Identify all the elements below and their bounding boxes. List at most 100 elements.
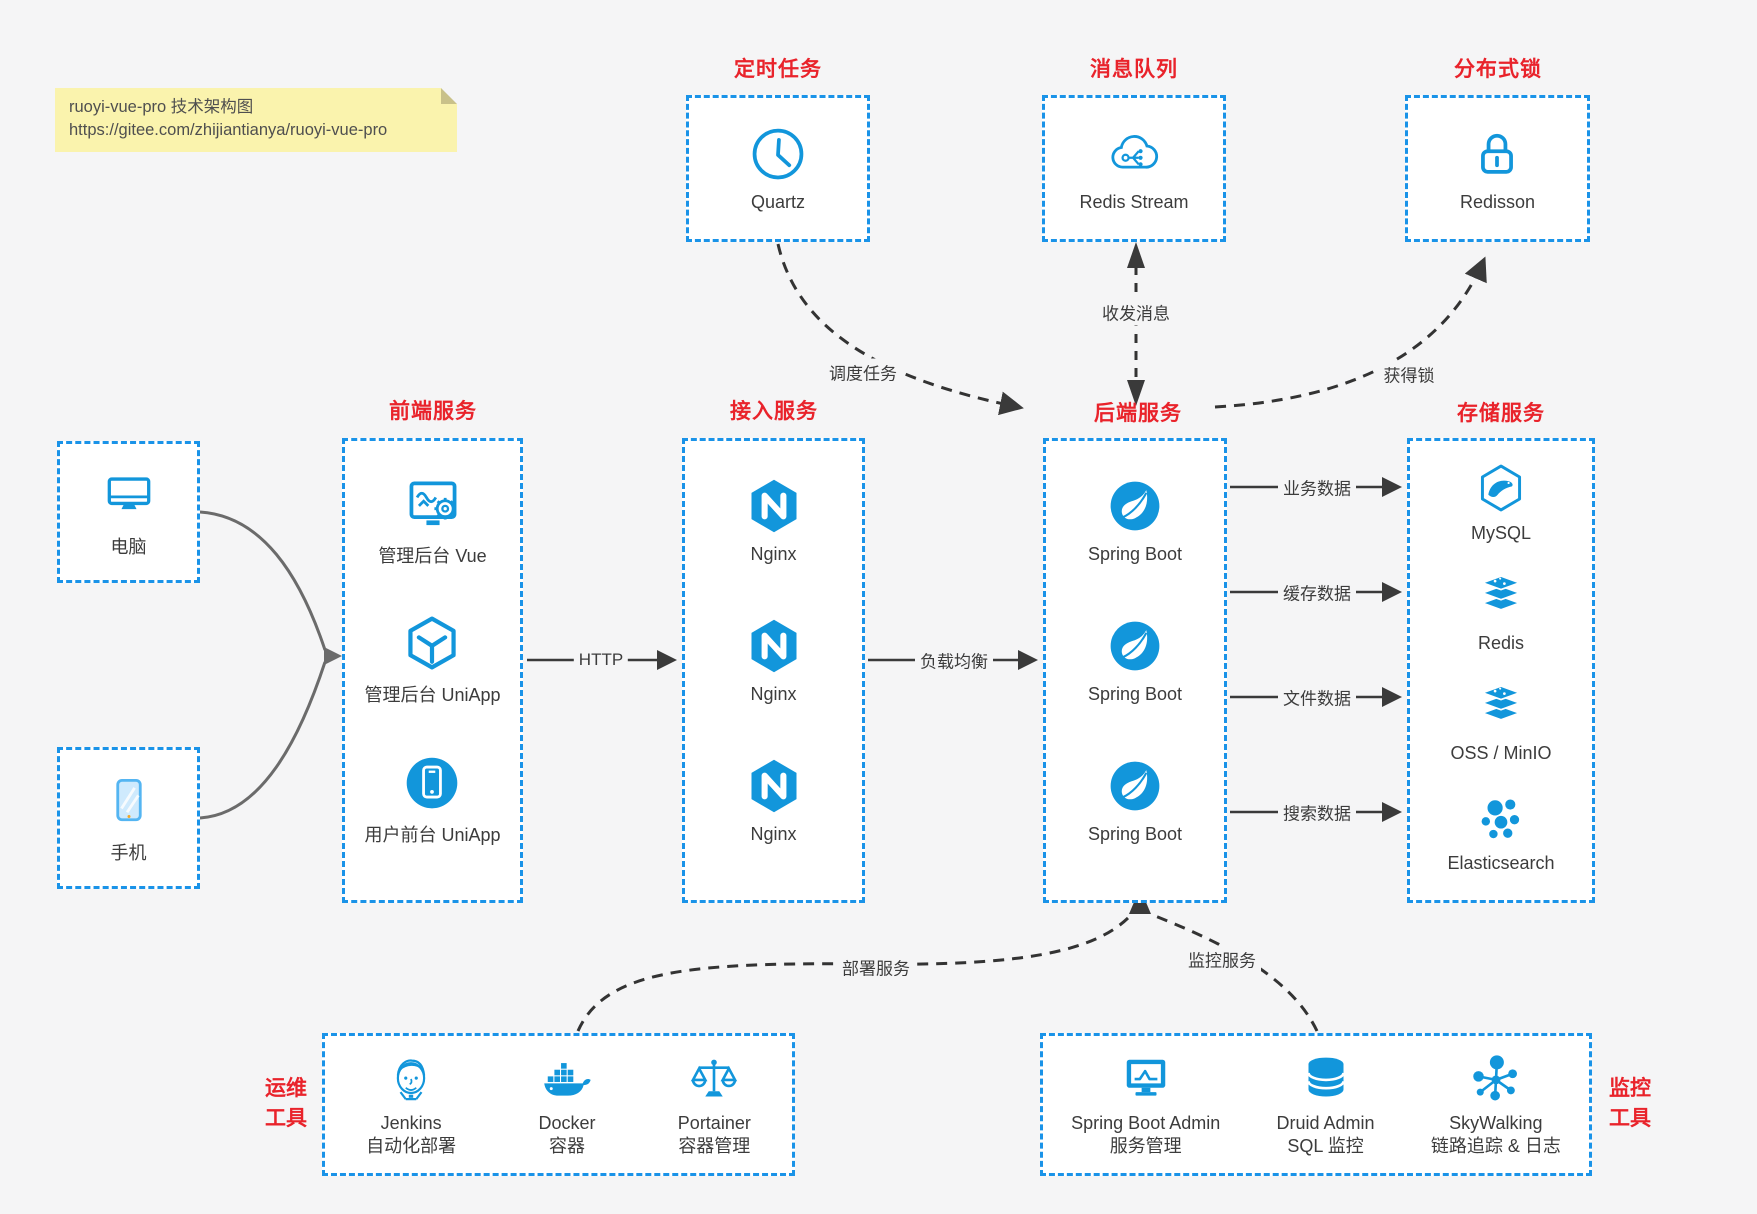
frontend-box: 管理后台 Vue 管理后台 UniApp 用户前台 UniApp — [342, 438, 523, 903]
note-url: https://gitee.com/zhijiantianya/ruoyi-vu… — [69, 121, 388, 139]
uniapp-cube-icon — [402, 613, 462, 673]
title-backend: 后端服务 — [1094, 402, 1182, 425]
node-label: Spring Boot — [1087, 683, 1183, 704]
node-desc: 自动化部署 — [366, 1136, 457, 1156]
node-mysql: MySQL — [1471, 461, 1531, 544]
edge-label-send-receive-message: 收发消息 — [1097, 298, 1175, 326]
elasticsearch-icon — [1474, 791, 1528, 845]
node-desc: 链路追踪 & 日志 — [1430, 1136, 1561, 1156]
node-label: Nginx — [750, 823, 797, 844]
nginx-icon — [744, 476, 804, 536]
note-title: ruoyi-vue-pro 技术架构图 — [69, 98, 254, 116]
node-label: OSS / MinIO — [1450, 743, 1552, 764]
node-label: 用户前台 UniApp — [364, 825, 501, 846]
node-spring-boot-admin: Spring Boot Admin 服务管理 — [1071, 1051, 1220, 1159]
node-oss-minio: OSS / MinIO — [1450, 681, 1552, 764]
edge-label-schedule-task: 调度任务 — [824, 358, 902, 386]
title-devops-tools: 运维 工具 — [265, 1074, 307, 1134]
node-label: Quartz — [750, 192, 806, 212]
spring-boot-admin-icon — [1118, 1051, 1174, 1107]
nginx-icon — [744, 616, 804, 676]
title-line: 运维 — [265, 1077, 307, 1100]
node-nginx-2: Nginx — [744, 616, 804, 705]
edge-clients-arrowhead — [324, 647, 342, 665]
title-message-queue: 消息队列 — [1090, 58, 1178, 81]
edge-label-file-data: 文件数据 — [1278, 683, 1356, 711]
node-redis-stream: Redis Stream — [1079, 124, 1189, 213]
spring-boot-icon — [1105, 476, 1165, 536]
edge-monitor-service — [1149, 912, 1319, 1032]
node-label: 管理后台 Vue — [378, 545, 487, 566]
note-fold-corner — [441, 88, 457, 104]
edge-phone-to-frontend — [199, 661, 327, 820]
edge-acquire-lock — [1214, 256, 1487, 409]
node-spring-boot-3: Spring Boot — [1088, 756, 1182, 845]
edge-label-load-balance: 负载均衡 — [915, 646, 993, 674]
title-monitoring-tools: 监控 工具 — [1609, 1074, 1651, 1134]
phone-client-box: 手机 — [57, 747, 200, 889]
node-phone: 手机 — [99, 771, 159, 865]
title-line: 工具 — [1609, 1107, 1651, 1130]
node-name: Portainer — [677, 1112, 751, 1133]
backend-box: Spring Boot Spring Boot Spring Boot — [1043, 438, 1227, 903]
node-redis: Redis — [1474, 571, 1528, 654]
node-label: Redis Stream — [1079, 192, 1189, 212]
node-name: Jenkins — [380, 1112, 442, 1133]
title-distributed-lock: 分布式锁 — [1454, 58, 1542, 81]
node-label: 电脑 — [110, 537, 147, 557]
quartz-box: Quartz — [686, 95, 870, 242]
redisson-box: Redisson — [1405, 95, 1590, 242]
node-label: Nginx — [750, 544, 797, 565]
node-pc: 电脑 — [99, 465, 159, 559]
mq-arrowhead-up — [1127, 242, 1145, 268]
node-jenkins: Jenkins 自动化部署 — [366, 1051, 456, 1159]
node-name: Druid Admin — [1276, 1112, 1375, 1133]
edge-label-cache-data: 缓存数据 — [1278, 578, 1356, 606]
node-label: Spring Boot — [1087, 544, 1183, 565]
oss-minio-icon — [1474, 681, 1528, 735]
jenkins-icon — [383, 1051, 439, 1107]
admin-vue-icon — [403, 474, 463, 534]
node-label: Spring Boot — [1087, 823, 1183, 844]
title-gateway: 接入服务 — [730, 400, 818, 423]
node-desc: 容器管理 — [678, 1136, 751, 1156]
cloud-mq-icon — [1104, 124, 1164, 184]
edge-pc-to-frontend — [199, 510, 327, 651]
node-name: SkyWalking — [1449, 1112, 1543, 1133]
monitoring-box: Spring Boot Admin 服务管理 Druid Admin SQL 监… — [1040, 1033, 1592, 1176]
node-desc: 容器 — [548, 1136, 585, 1156]
mysql-icon — [1474, 461, 1528, 515]
storage-box: MySQL Redis OSS / MinIO Elasticsearch — [1407, 438, 1595, 903]
node-spring-boot-2: Spring Boot — [1088, 616, 1182, 705]
desktop-icon — [99, 465, 159, 525]
node-name: Spring Boot Admin — [1071, 1112, 1221, 1133]
druid-icon — [1298, 1051, 1354, 1107]
gateway-box: Nginx Nginx Nginx — [682, 438, 865, 903]
node-label: Redis — [1477, 632, 1525, 653]
portainer-icon — [686, 1051, 742, 1107]
title-scheduled-task: 定时任务 — [734, 58, 822, 81]
node-label: 手机 — [110, 843, 147, 863]
node-docker: Docker 容器 — [538, 1051, 595, 1159]
docker-icon — [539, 1051, 595, 1107]
node-spring-boot-1: Spring Boot — [1088, 476, 1182, 565]
redis-stream-box: Redis Stream — [1042, 95, 1226, 242]
devops-box: Jenkins 自动化部署 Docker 容器 Portainer 容器管理 — [322, 1033, 795, 1176]
edge-label-business-data: 业务数据 — [1278, 473, 1356, 501]
edge-label-search-data: 搜索数据 — [1278, 798, 1356, 826]
clock-icon — [748, 124, 808, 184]
node-desc: 服务管理 — [1109, 1136, 1182, 1156]
pc-client-box: 电脑 — [57, 441, 200, 583]
edge-label-acquire-lock: 获得锁 — [1378, 360, 1440, 388]
node-portainer: Portainer 容器管理 — [678, 1051, 751, 1159]
edge-label-monitor-service: 监控服务 — [1183, 945, 1261, 973]
node-user-uniapp: 用户前台 UniApp — [364, 753, 501, 847]
node-name: Docker — [538, 1112, 596, 1133]
node-nginx-3: Nginx — [744, 756, 804, 845]
nginx-icon — [744, 756, 804, 816]
redis-icon — [1474, 571, 1528, 625]
smartphone-icon — [99, 771, 159, 831]
node-druid-admin: Druid Admin SQL 监控 — [1277, 1051, 1375, 1159]
title-line: 工具 — [265, 1107, 307, 1130]
